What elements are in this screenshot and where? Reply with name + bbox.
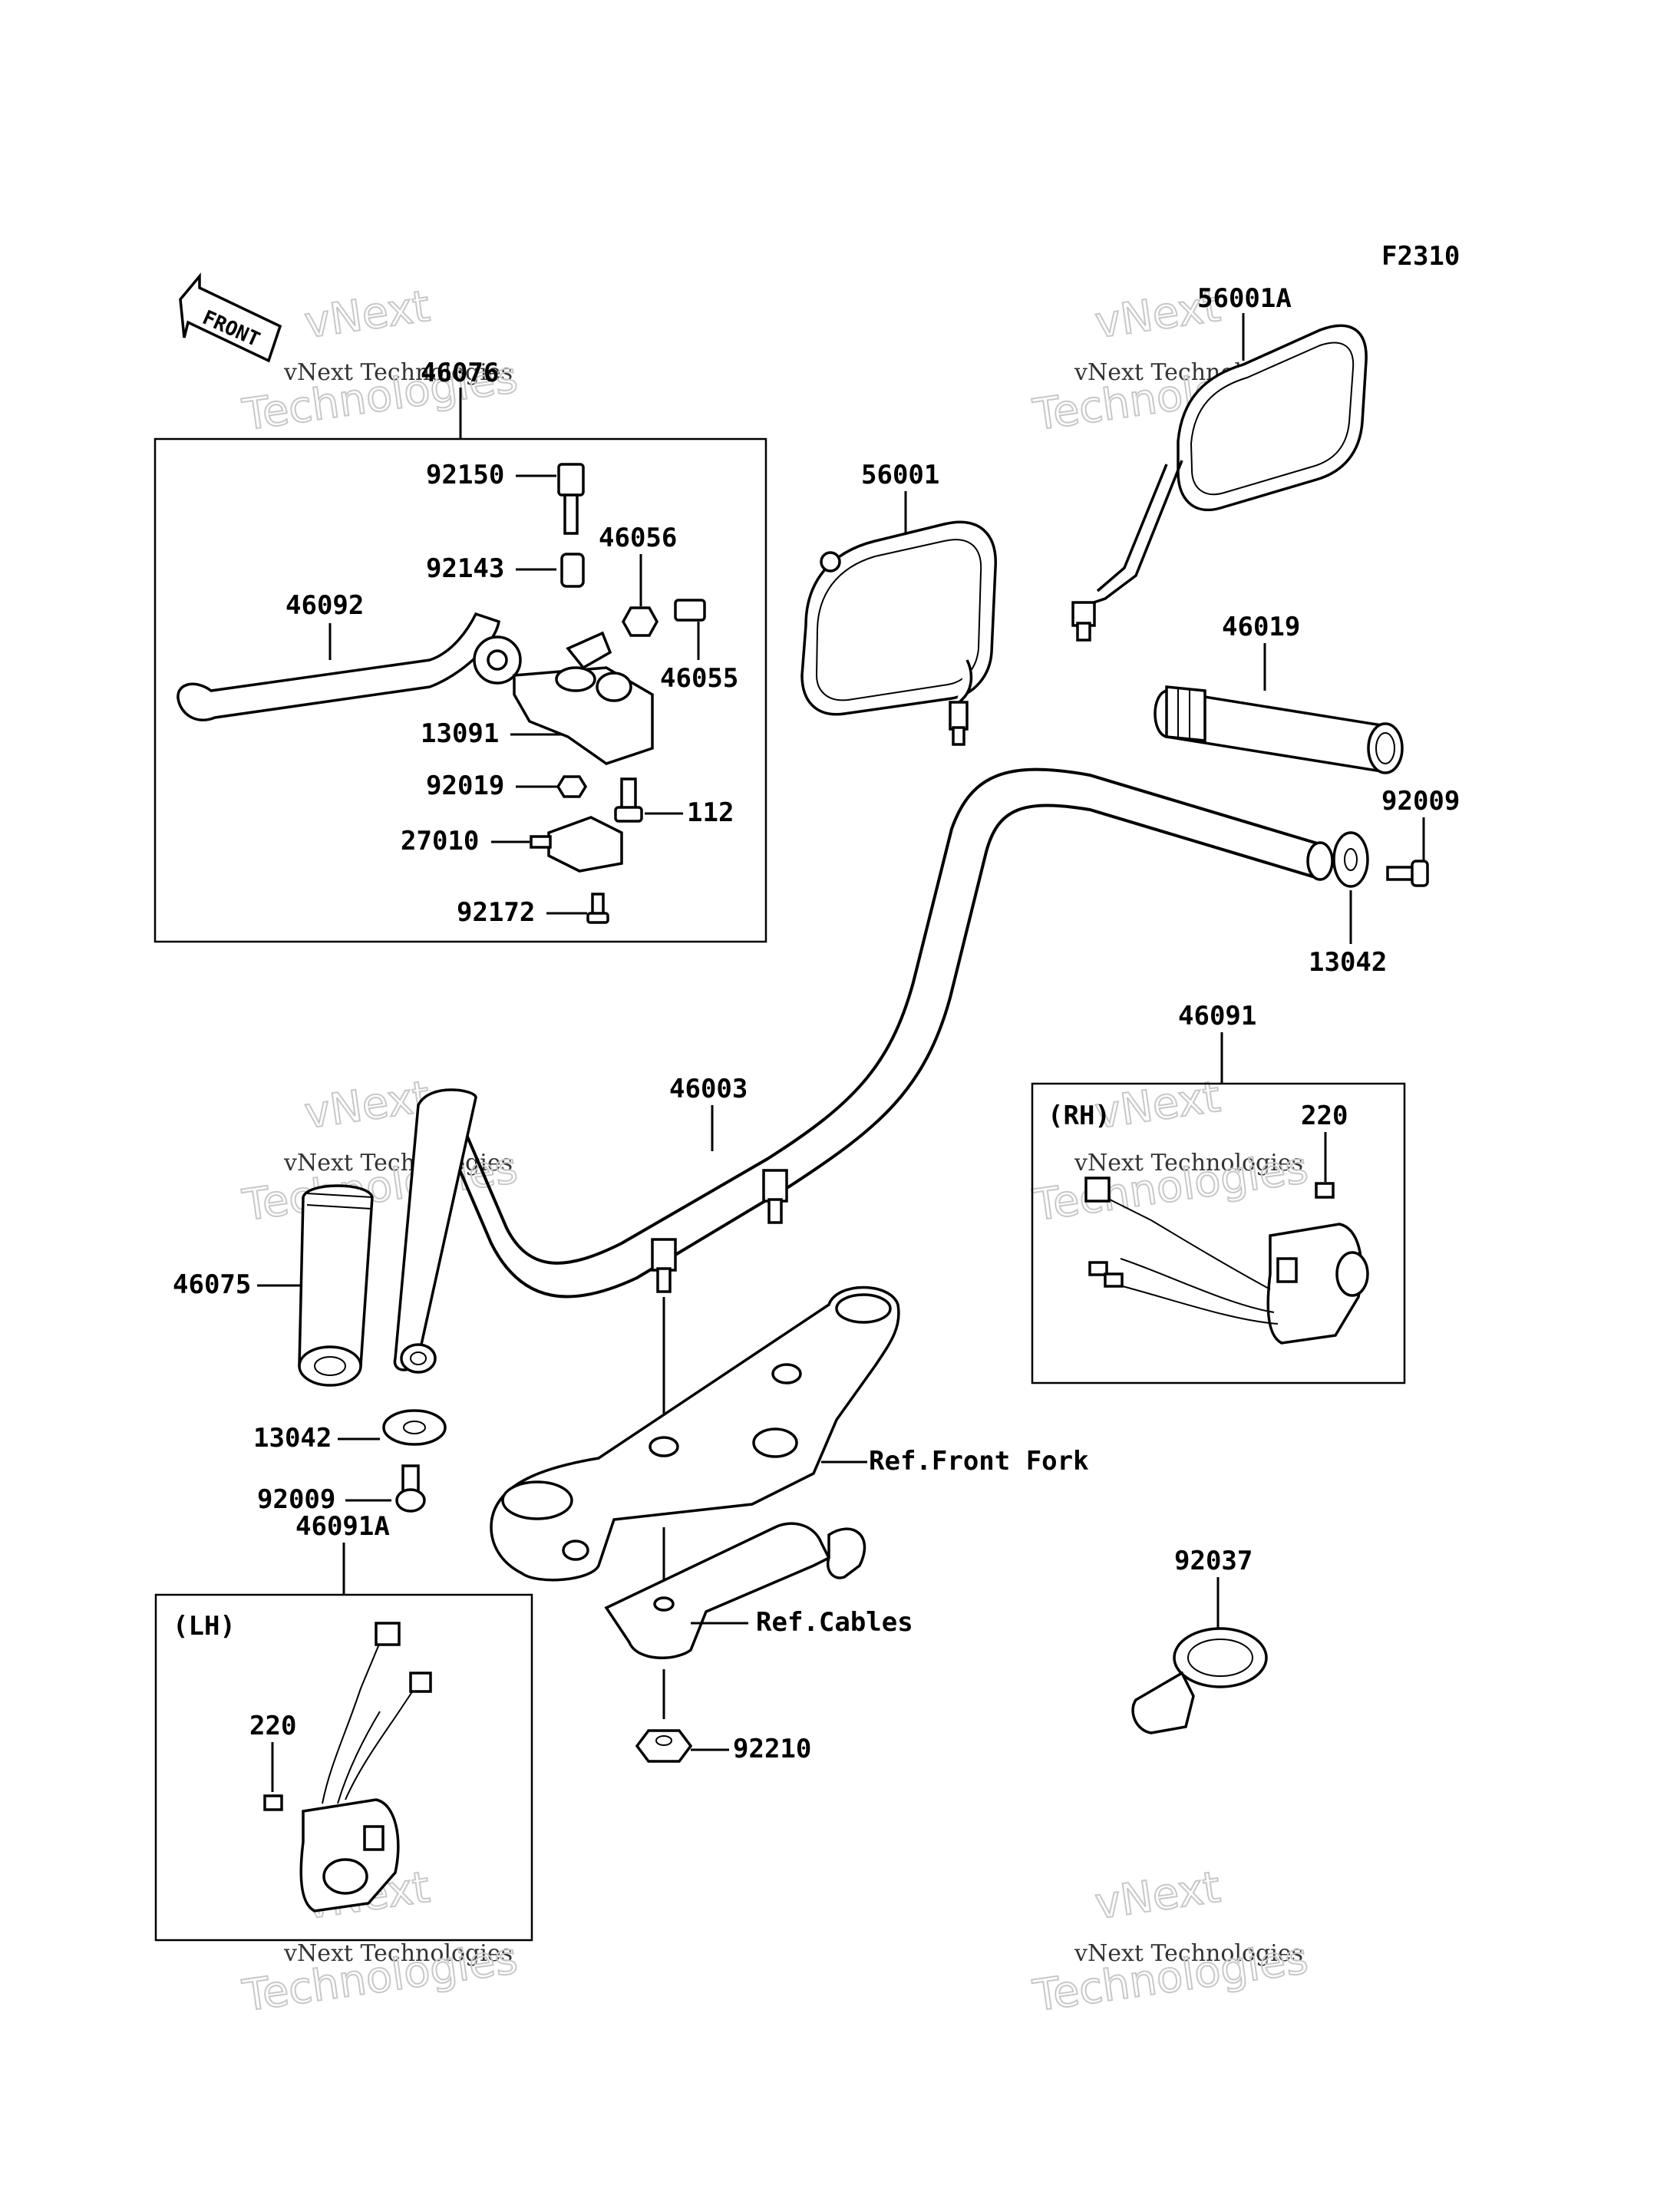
nut-92019: [556, 775, 588, 798]
screw-220-left: [263, 1794, 283, 1811]
svg-text:vNext: vNext: [302, 282, 433, 348]
svg-text:vNext Technologies: vNext Technologies: [283, 1940, 513, 1967]
svg-text:vNext: vNext: [1092, 1863, 1223, 1929]
label-lh: (LH): [173, 1611, 236, 1642]
figure-id: F2310: [1381, 241, 1460, 272]
label-46055: 46055: [660, 663, 738, 694]
bolt-92150: [557, 463, 585, 535]
svg-text:vNext Technologies: vNext Technologies: [1074, 1940, 1303, 1967]
lever-assembly-box: [153, 437, 767, 943]
watermark-mid-right: vNext Technologies vNext Technologies: [1029, 1071, 1312, 1232]
label-13042-right: 13042: [1309, 947, 1387, 978]
clamp-92037-group: 92037: [1131, 1546, 1268, 1734]
label-46003: 46003: [669, 1074, 748, 1104]
rh-switch-46091: [1084, 1177, 1369, 1345]
lever-assembly-group: 46076 92150 92143 46056 46055 46092 1309…: [153, 358, 767, 943]
fork-clamp-group: Ref.Front Fork: [490, 1285, 1089, 1582]
nut-46056: [621, 606, 659, 637]
svg-text:vNext: vNext: [302, 1072, 433, 1139]
label-92210: 92210: [733, 1734, 811, 1764]
label-92172: 92172: [457, 897, 535, 928]
mirror-56001-group: 56001: [800, 460, 997, 746]
label-56001A: 56001A: [1197, 283, 1292, 314]
bolt-92009-left: [395, 1464, 426, 1513]
nut-92210-group: 92210: [635, 1729, 811, 1764]
bolt-92009-right: [1386, 860, 1429, 887]
label-ref-front-fork: Ref.Front Fork: [869, 1446, 1089, 1477]
label-13042-left: 13042: [253, 1423, 332, 1454]
label-13091: 13091: [421, 718, 499, 749]
screw-220-right: [1315, 1182, 1335, 1199]
label-92009-right: 92009: [1381, 786, 1460, 817]
lever-46092: [177, 612, 500, 721]
mirror-56001A: [1177, 324, 1368, 512]
svg-text:vNext Technologies: vNext Technologies: [1074, 1150, 1303, 1177]
fork-clamp: [490, 1285, 900, 1582]
weight-13042-right: [1332, 831, 1369, 888]
label-92009-left: 92009: [257, 1484, 335, 1515]
screw-92172: [586, 893, 609, 924]
label-46076: 46076: [421, 358, 499, 388]
rh-switch-box: [1031, 1082, 1406, 1384]
throttle-grip-group: 46019: [1154, 612, 1404, 774]
bar-end-right-group: 92009 13042: [1309, 786, 1460, 978]
label-46091A: 46091A: [295, 1511, 390, 1542]
label-220-left: 220: [249, 1711, 296, 1741]
clamp-92037: [1173, 1627, 1268, 1688]
collar-92143: [560, 553, 585, 588]
watermark-bottom-right: vNext Technologies vNext Technologies: [1029, 1862, 1312, 2022]
watermark-mid-left: vNext Technologies vNext Technologies: [239, 1071, 521, 1232]
label-46019: 46019: [1222, 612, 1300, 642]
lh-switch-46091A: [299, 1622, 432, 1913]
svg-text:vNext: vNext: [1092, 1072, 1223, 1139]
label-46092: 46092: [286, 590, 364, 621]
handlebar-46003: 46003: [393, 767, 1334, 1374]
front-arrow-icon: FRONT: [179, 272, 282, 363]
label-46056: 46056: [599, 523, 677, 553]
rh-switch-group: 46091 (RH) 220: [1031, 1001, 1406, 1384]
label-46075: 46075: [173, 1269, 251, 1300]
left-grip-group: 46075 13042 92009: [173, 1184, 447, 1515]
cable-bracket-group: Ref.Cables: [604, 1522, 913, 1719]
label-27010: 27010: [401, 826, 479, 856]
mirror-56001A-group: 56001A: [1071, 283, 1368, 642]
label-ref-cables: Ref.Cables: [756, 1607, 913, 1638]
adjuster-46055: [674, 599, 706, 622]
screw-112: [614, 777, 643, 823]
label-56001: 56001: [861, 460, 939, 490]
label-220-right: 220: [1301, 1101, 1348, 1131]
label-92150: 92150: [426, 460, 504, 490]
cable-bracket: [604, 1522, 831, 1659]
label-92019: 92019: [426, 771, 504, 801]
label-92143: 92143: [426, 553, 504, 584]
label-92037: 92037: [1174, 1546, 1253, 1576]
label-rh: (RH): [1048, 1101, 1111, 1131]
label-112: 112: [687, 797, 734, 828]
lh-switch-box: [154, 1593, 533, 1942]
svg-text:vNext Technologies: vNext Technologies: [283, 359, 513, 386]
lh-switch-group: 46091A (LH) 220: [154, 1511, 533, 1942]
label-46091: 46091: [1178, 1001, 1256, 1031]
switch-27010: [547, 816, 623, 873]
weight-13042-left: [382, 1409, 447, 1446]
